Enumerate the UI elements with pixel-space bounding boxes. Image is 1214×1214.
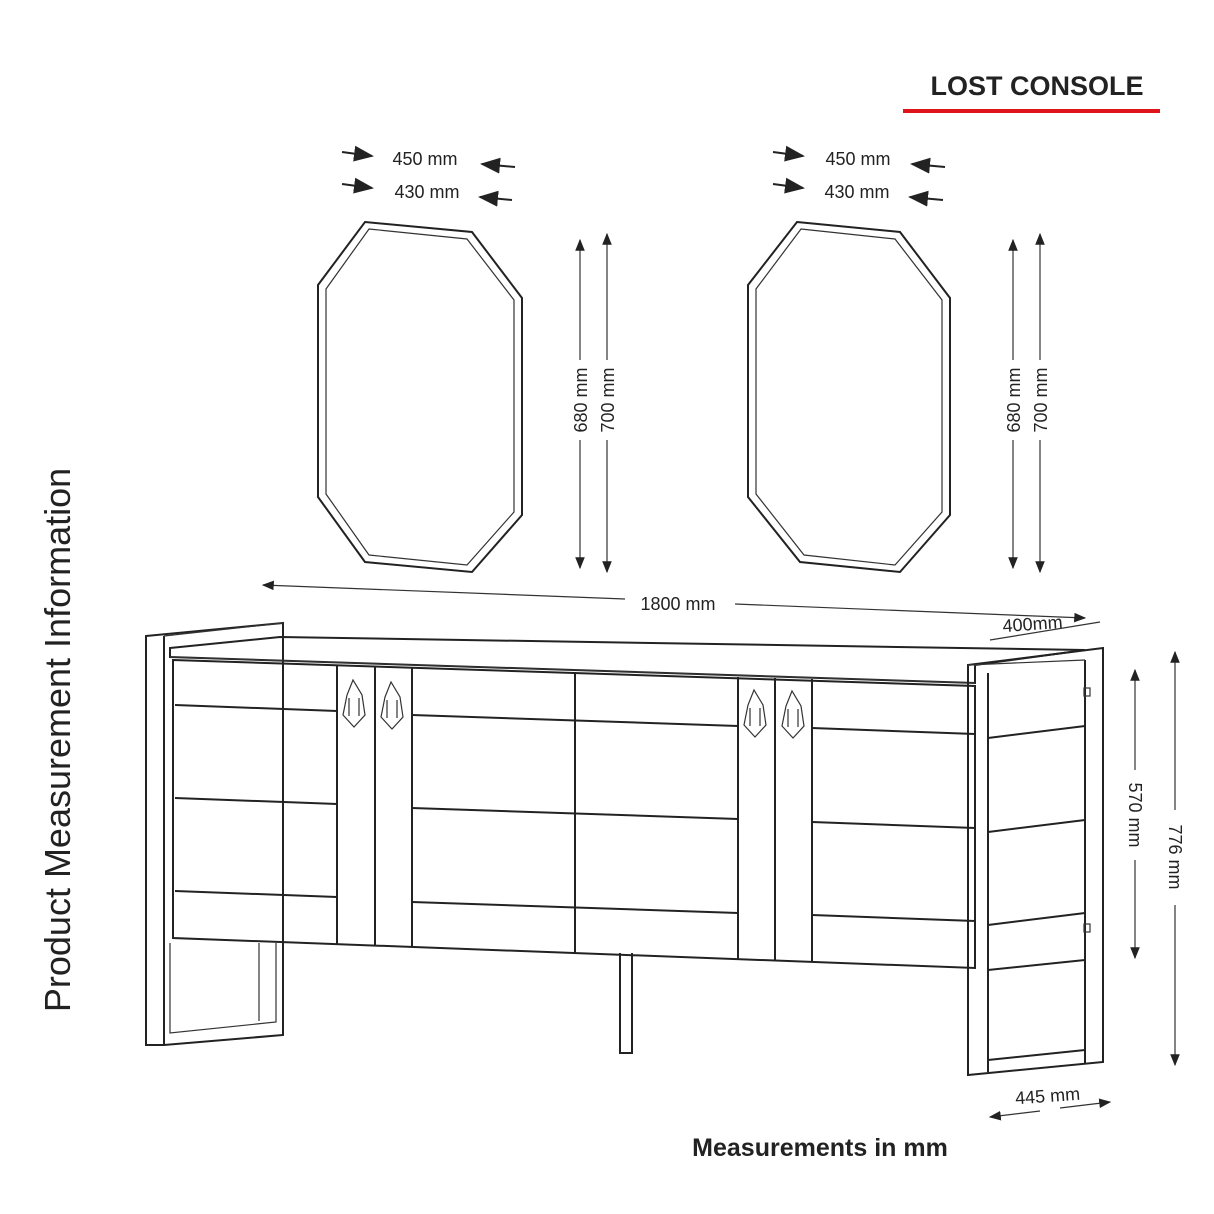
console-cabinet	[145, 621, 1104, 1077]
mirror-left-outer-height: 700 mm	[598, 367, 618, 432]
mirror-right: 450 mm 430 mm 680 mm 700 mm	[747, 145, 1051, 574]
mirror-left: 450 mm 430 mm 680 mm 700 mm	[317, 145, 618, 574]
mirror-right-inner-height: 680 mm	[1004, 367, 1024, 432]
mirror-right-inner-width: 430 mm	[824, 182, 889, 202]
shelf-lines	[174, 704, 976, 922]
product-title: LOST CONSOLE	[930, 71, 1143, 101]
console-dimensions: 1800 mm 400mm 570 mm 776 mm 445 mm	[261, 580, 1185, 1121]
console-depth-label: 400mm	[1002, 612, 1063, 636]
door-handle-icons	[342, 678, 805, 739]
cabinet-height-label: 570 mm	[1125, 782, 1145, 847]
total-height-label: 776 mm	[1165, 824, 1185, 889]
mirror-right-outer-height: 700 mm	[1031, 367, 1051, 432]
console-width-label: 1800 mm	[640, 594, 715, 614]
mirror-left-inner-width: 430 mm	[394, 182, 459, 202]
side-depth-label: 445 mm	[1014, 1084, 1080, 1108]
mirror-left-outer-width: 450 mm	[392, 149, 457, 169]
side-label: Product Measurement Information	[37, 468, 78, 1012]
measurement-unit-note: Measurements in mm	[692, 1134, 948, 1162]
mirror-right-outer-width: 450 mm	[825, 149, 890, 169]
mirror-left-inner-height: 680 mm	[571, 367, 591, 432]
